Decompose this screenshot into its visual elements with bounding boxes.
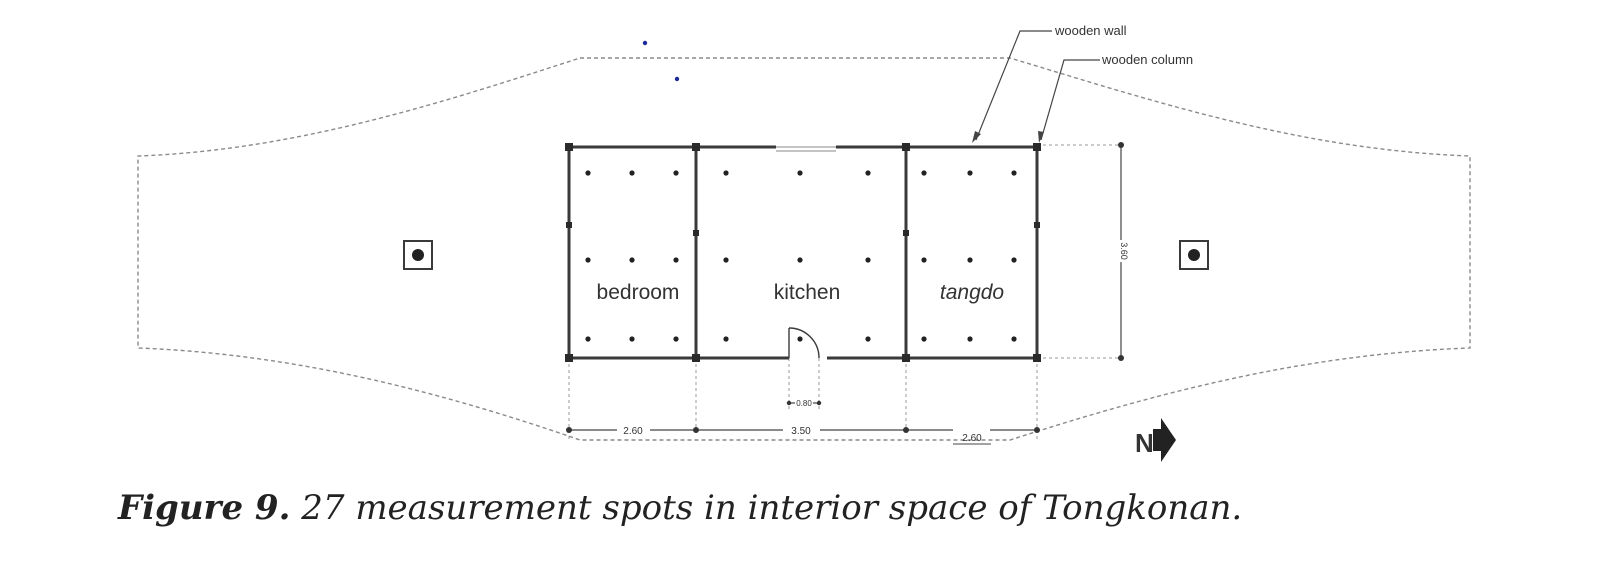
north-arrow-icon xyxy=(1153,418,1176,462)
measurement-spot xyxy=(723,257,729,263)
measurement-spot xyxy=(967,336,973,342)
roof-outline xyxy=(137,57,1471,441)
measurement-spot xyxy=(1011,257,1017,263)
measurement-spot xyxy=(723,336,729,342)
measurement-spot xyxy=(585,336,591,342)
dimension-kitchen-width: 3.50 xyxy=(791,426,811,437)
measurement-spot xyxy=(1011,170,1017,176)
measurement-spot xyxy=(797,336,803,342)
measurement-spot xyxy=(585,170,591,176)
building-walls xyxy=(567,145,1039,360)
measurement-spot xyxy=(865,336,871,342)
measurement-spot xyxy=(629,170,635,176)
measurement-spot xyxy=(921,257,927,263)
measurement-spot xyxy=(921,336,927,342)
dimension-ticks xyxy=(566,400,1040,433)
dimension-tangdo-width: 2.60 xyxy=(962,433,982,444)
room-label-bedroom: bedroom xyxy=(597,281,680,304)
wooden-columns xyxy=(565,143,1041,362)
measurement-spot xyxy=(629,257,635,263)
measurement-spot xyxy=(865,257,871,263)
measurement-spot xyxy=(921,170,927,176)
caption-number: Figure 9. xyxy=(118,488,291,528)
measurement-spots xyxy=(585,170,1017,342)
measurement-spot xyxy=(585,257,591,263)
callout-leaders xyxy=(975,30,1100,141)
measurement-spot xyxy=(629,336,635,342)
measurement-spot xyxy=(1011,336,1017,342)
stray-dot xyxy=(674,76,680,82)
measurement-spot xyxy=(723,170,729,176)
north-arrow: N xyxy=(1135,418,1176,462)
outdoor-marker-left xyxy=(403,240,433,270)
north-label: N xyxy=(1135,428,1154,458)
dimension-bedroom-width: 2.60 xyxy=(623,426,643,437)
callout-wooden-wall: wooden wall xyxy=(1054,23,1127,38)
measurement-spot xyxy=(967,257,973,263)
callout-wooden-column: wooden column xyxy=(1101,52,1193,67)
caption-text: 27 measurement spots in interior space o… xyxy=(301,488,1243,528)
dimension-line-widths xyxy=(569,402,1037,431)
measurement-spot xyxy=(673,170,679,176)
outdoor-marker-right xyxy=(1179,240,1209,270)
measurement-spot xyxy=(673,336,679,342)
room-label-kitchen: kitchen xyxy=(774,281,841,304)
measurement-spot xyxy=(865,170,871,176)
door xyxy=(788,327,820,359)
measurement-spot xyxy=(797,170,803,176)
measurement-spot xyxy=(797,257,803,263)
figure-caption: Figure 9. 27 measurement spots in interi… xyxy=(118,488,1242,528)
window xyxy=(776,146,836,152)
measurement-spot xyxy=(967,170,973,176)
floor-plan-diagram: bedroom kitchen tangdo wooden wall woode… xyxy=(137,23,1471,462)
room-label-tangdo: tangdo xyxy=(940,281,1005,304)
measurement-spot xyxy=(673,257,679,263)
stray-dot xyxy=(642,40,648,46)
dimension-door-width: 0.80 xyxy=(796,399,812,408)
dimension-depth: 3.60 xyxy=(1119,242,1129,260)
callout-arrowheads xyxy=(972,131,1044,143)
